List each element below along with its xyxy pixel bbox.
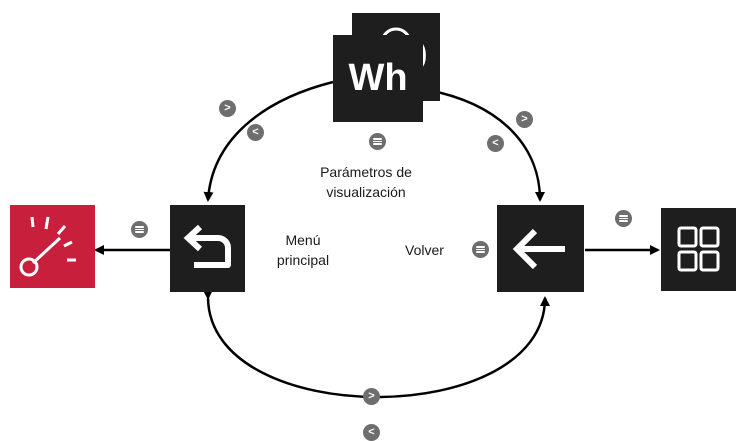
- prev-button[interactable]: <: [247, 124, 264, 141]
- menu-icon: [373, 138, 382, 145]
- next-button[interactable]: >: [363, 388, 380, 405]
- main-menu-label: Menú principal: [268, 230, 338, 270]
- next-button[interactable]: >: [219, 100, 236, 117]
- energy-wh-icon: Wh: [348, 57, 408, 99]
- menu-button-main[interactable]: [131, 221, 148, 238]
- main-menu-label-line1: Menú: [285, 232, 321, 248]
- gauge-icon: [19, 216, 76, 277]
- display-params-label: Parámetros de visualización: [304, 162, 428, 202]
- back-tile[interactable]: [497, 205, 584, 292]
- menu-button-back[interactable]: [472, 241, 489, 258]
- grid-icon: [677, 226, 720, 272]
- menu-icon: [135, 226, 144, 233]
- back-label: Volver: [405, 242, 444, 258]
- prev-button[interactable]: <: [363, 424, 380, 441]
- return-arrow-icon: [183, 224, 231, 268]
- menu-icon: [619, 215, 628, 222]
- arc-energy-to-back: [427, 88, 545, 202]
- next-button[interactable]: >: [516, 111, 533, 128]
- arc-energy-to-main: [203, 80, 334, 202]
- prev-button[interactable]: <: [487, 135, 504, 152]
- menu-icon: [476, 246, 485, 253]
- main-menu-tile[interactable]: [170, 205, 245, 292]
- left-arrow-icon: [512, 228, 565, 270]
- display-params-line1: Parámetros de: [320, 164, 412, 180]
- menu-button-grid[interactable]: [615, 210, 632, 227]
- display-params-line2: visualización: [326, 184, 406, 200]
- grid-tile[interactable]: [661, 208, 736, 291]
- main-menu-label-line2: principal: [276, 252, 330, 268]
- menu-button-energy[interactable]: [369, 133, 386, 150]
- energy-tile[interactable]: Wh: [333, 35, 423, 122]
- gauge-tile[interactable]: [10, 205, 95, 288]
- arc-bottom: [202, 289, 550, 399]
